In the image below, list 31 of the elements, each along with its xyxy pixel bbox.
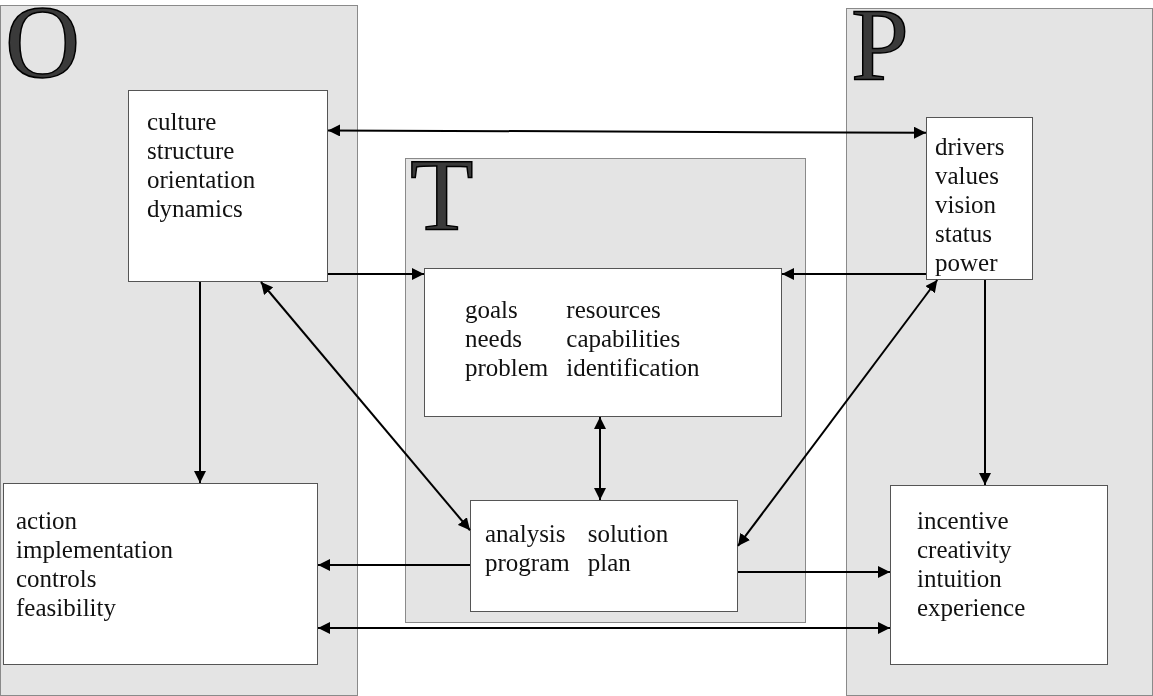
arrow (194, 281, 206, 484)
term-list: goals needs problem (465, 295, 549, 382)
arrow (327, 268, 425, 280)
arrow (327, 124, 927, 139)
arrow (979, 279, 991, 486)
panel-letter: P (851, 0, 909, 97)
panel-letter: T (410, 143, 474, 247)
text-box (424, 268, 782, 417)
term-list: incentive creativity intuition experience (917, 506, 1026, 622)
arrow (781, 268, 927, 280)
arrow (737, 566, 891, 578)
arrow (317, 622, 891, 634)
term-list: solution plan (587, 519, 669, 577)
arrow (317, 559, 471, 571)
term-list: action implementation controls feasibility (16, 506, 173, 622)
term-list: analysis program (485, 519, 570, 577)
panel-background (846, 8, 1153, 696)
term-list: resources capabilities identification (566, 295, 700, 382)
text-box (3, 483, 318, 665)
text-box (128, 90, 328, 282)
text-box (926, 117, 1033, 280)
arrow (594, 416, 606, 501)
panel-letter: O (5, 0, 81, 94)
arrow (737, 279, 939, 547)
term-list: culture structure orientation dynamics (147, 107, 256, 223)
panel-background (0, 5, 358, 696)
term-list: drivers values vision status power (935, 132, 1005, 277)
arrow (259, 281, 471, 532)
text-box (470, 500, 738, 612)
text-box (890, 485, 1108, 665)
panel-background (405, 158, 806, 623)
